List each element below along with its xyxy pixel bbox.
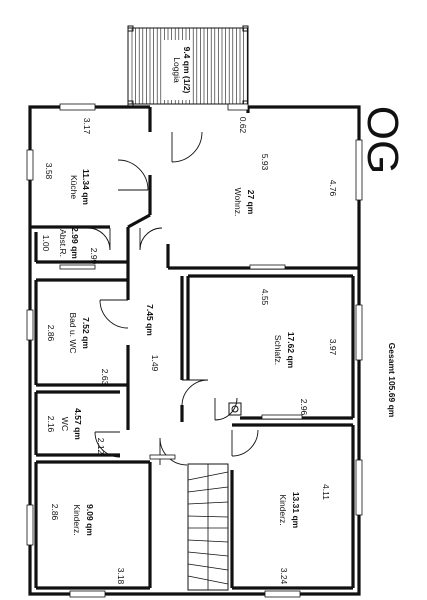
room-kinderz-2: Kinderz. 13.31 qm 4.11 3.24 [278,484,331,585]
kinderz1-dim-b: 3.18 [116,568,126,585]
abstr-dim-a: 1.00 [41,235,51,252]
wohnz-dim-b: 4.76 [328,180,338,197]
kueche-name: Küche [69,175,79,199]
room-abstr: 1.00 Abst.R. 2.99 qm 2.99 [41,227,99,264]
room-bad: 2.86 Bad u. WC 7.52 qm 2.63 [46,312,110,385]
bad-name: Bad u. WC [68,312,78,353]
flur-area: 7.45 qm [145,304,155,336]
wohnz-name: Wohnz. [233,188,243,217]
room-schlafz: 4.55 Schlafz. 17.62 qm 3.97 2.96 [260,289,338,416]
loggia-name: Loggia [172,57,182,83]
bad-dim-a: 2.86 [46,325,56,342]
schlafz-name: Schlafz. [273,335,283,365]
kueche-area: 11.34 qm [81,169,91,205]
flur-dim-a: 1.49 [150,355,160,372]
floor-label: OG [358,106,407,174]
wohnz-dim-c: 0.62 [238,117,248,134]
interior-walls [30,128,359,590]
wohnz-dim-a: 5.93 [260,154,270,171]
total-area: Gesamt 105.69 qm [387,343,397,418]
kinderz2-name: Kinderz. [278,494,288,525]
kinderz1-dim-a: 2.86 [50,504,60,521]
staircase [187,463,229,591]
room-kinderz-1: 2.86 Kinderz. 9.09 qm 3.18 [50,504,126,585]
loggia-area: 9.4 qm (1/2) [182,47,192,94]
room-flur: 7.45 qm 1.49 [145,304,160,371]
wc-dim-b: 2.12 [96,438,106,455]
schlafz-dim-b: 3.97 [328,339,338,356]
kinderz2-dim-a: 4.11 [321,484,331,500]
schlafz-dim-a: 4.55 [260,289,270,306]
room-kueche: Küche 11.34 qm 3.17 3.58 [44,118,92,206]
bad-dim-b: 2.63 [100,369,110,386]
windows [26,103,363,598]
wohnz-area: 27 qm [246,190,256,215]
loggia: Loggia 9.4 qm (1/2) [127,25,249,107]
schlafz-dim-c: 2.96 [299,399,309,416]
wc-dim-a: 2.16 [46,416,56,433]
abstr-dim-b: 2.99 [89,248,99,265]
bad-area: 7.52 qm [81,317,91,349]
abstr-name: Abst.R. [58,229,68,257]
kinderz2-area: 13.31 qm [291,492,301,529]
kinderz2-dim-b: 3.24 [279,568,289,585]
room-wohnz: Wohnz. 27 qm 5.93 4.76 0.62 [233,117,338,217]
wc-name: WC [60,417,70,431]
kinderz1-name: Kinderz. [72,504,82,535]
kinderz1-area: 9.09 qm [85,504,95,536]
schlafz-area: 17.62 qm [286,332,296,369]
abstr-area: 2.99 qm [70,227,80,259]
kueche-dim-b: 3.58 [44,163,54,180]
kueche-dim-a: 3.17 [82,118,92,135]
room-wc: 2.16 WC 4.57 qm 2.12 [46,408,106,454]
wc-area: 4.57 qm [73,408,83,440]
